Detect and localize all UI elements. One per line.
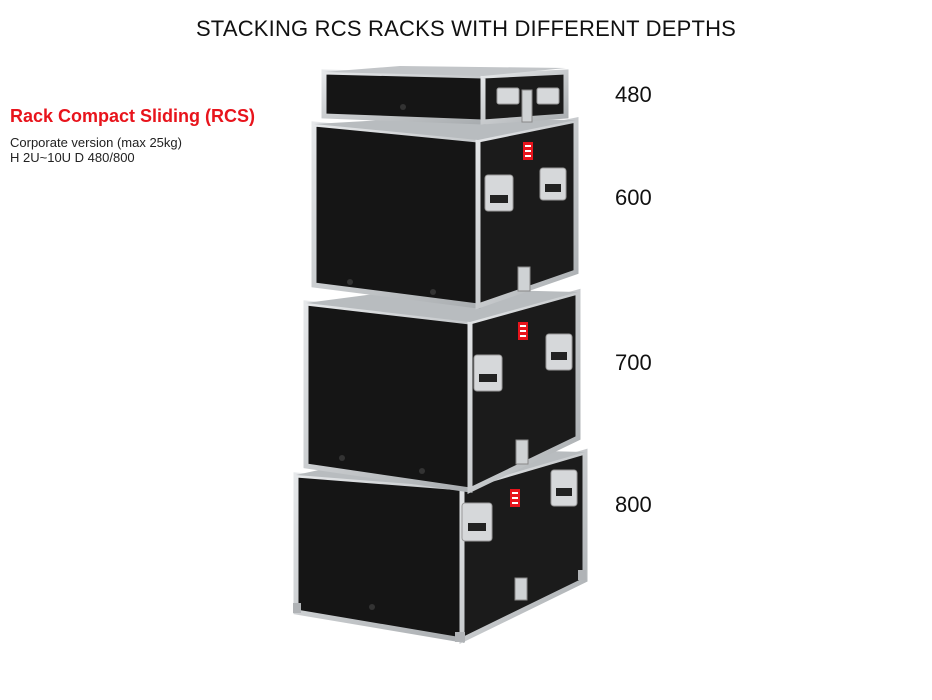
product-info: Rack Compact Sliding (RCS) Corporate ver… [10, 106, 255, 165]
product-spec-line: Corporate version (max 25kg) [10, 135, 182, 150]
product-name: Rack Compact Sliding (RCS) [10, 106, 256, 126]
rack-case-800 [293, 448, 588, 645]
handle-icon [536, 87, 560, 105]
depth-label-600: 600 [615, 185, 652, 210]
handle-icon [461, 502, 493, 542]
handle-icon [473, 354, 503, 392]
depth-label-800: 800 [615, 492, 652, 517]
rack-case-480 [321, 66, 569, 125]
handle-icon [496, 87, 520, 105]
handle-icon [484, 174, 514, 212]
depth-label-700: 700 [615, 350, 652, 375]
product-spec-line: H 2U~10U D 480/800 [10, 150, 135, 165]
depth-label-480: 480 [615, 82, 652, 107]
page-title: STACKING RCS RACKS WITH DIFFERENT DEPTHS [195, 16, 737, 41]
latch-icon [514, 577, 528, 601]
latch-icon [515, 439, 529, 465]
latch-icon [521, 89, 533, 123]
rack-case-700 [303, 288, 581, 494]
rack-case-600 [311, 116, 579, 310]
latch-icon [517, 266, 531, 292]
